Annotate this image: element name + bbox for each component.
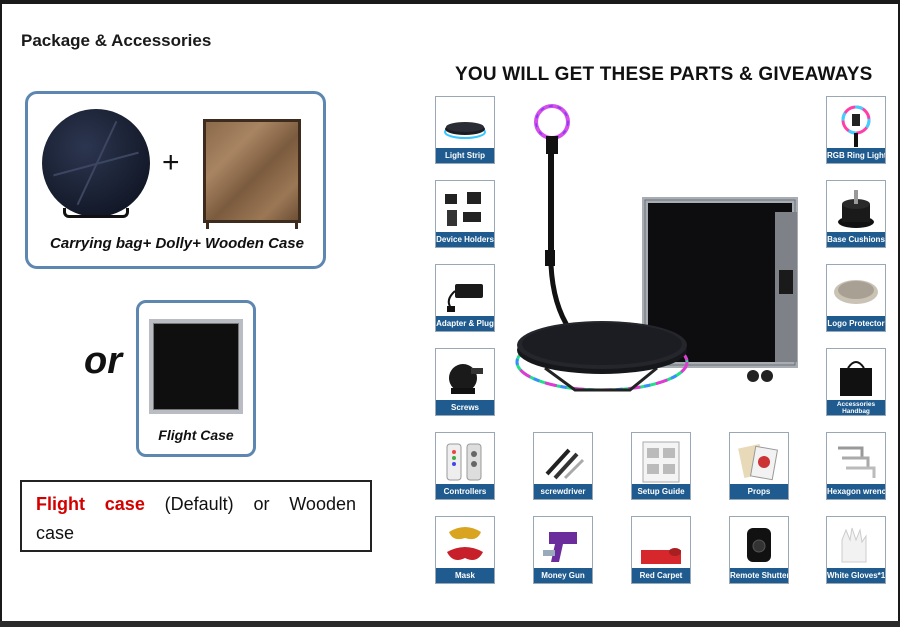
bottom-rule: [0, 621, 900, 627]
flight-case-card: Flight Case: [136, 300, 256, 457]
logo-protector-label: Logo Protector: [827, 316, 885, 331]
red-carpet-icon: [637, 522, 685, 568]
part-screws: Screws: [435, 348, 495, 416]
adapter-label: Adapter & Plug: [436, 316, 494, 331]
part-remote-shutter: Remote Shutter: [729, 516, 789, 584]
part-screwdriver: screwdriver: [533, 432, 593, 500]
part-mask: Mask: [435, 516, 495, 584]
handbag-icon: [832, 354, 880, 400]
wooden-case-image: [203, 119, 301, 229]
top-rule: [0, 0, 900, 4]
screws-icon: [441, 354, 489, 400]
or-text: or: [84, 340, 122, 382]
base-cushions-icon: [832, 186, 880, 232]
part-accessories-handbag: Accessories Handbag: [826, 348, 886, 416]
device-holders-label: Device Holders: [436, 232, 494, 247]
part-money-gun: Money Gun: [533, 516, 593, 584]
bag-caption: Carrying bag+ Dolly+ Wooden Case: [50, 235, 304, 252]
setup-guide-label: Setup Guide: [632, 484, 690, 499]
part-red-carpet: Red Carpet: [631, 516, 691, 584]
hexagon-wrench-icon: [832, 438, 880, 484]
flight-caption: Flight Case: [158, 427, 234, 443]
white-gloves-icon: [832, 522, 880, 568]
hexagon-wrench-label: Hexagon wrench: [827, 484, 885, 499]
turntable-main: [515, 321, 689, 392]
controllers-label: Controllers: [436, 484, 494, 499]
controllers-icon: [441, 438, 489, 484]
remote-shutter-icon: [735, 522, 783, 568]
part-light-strip: Light Strip: [435, 96, 495, 164]
screws-label: Screws: [436, 400, 494, 415]
default-note: Flight case (Default) or Wooden case: [20, 480, 372, 552]
dolly-image: [63, 208, 129, 218]
part-props: Props: [729, 432, 789, 500]
note-case-line: case: [36, 523, 75, 543]
handbag-label: Accessories Handbag: [827, 400, 885, 415]
parts-title: YOU WILL GET THESE PARTS & GIVEAWAYS: [455, 64, 873, 85]
rgb-ring-light-label: RGB Ring Light: [827, 148, 885, 163]
part-hexagon-wrench: Hexagon wrench: [826, 432, 886, 500]
part-adapter: Adapter & Plug: [435, 264, 495, 332]
flight-case-image: [149, 319, 243, 414]
device-holders-icon: [441, 186, 489, 232]
light-strip-icon: [441, 102, 489, 148]
note-wooden: Wooden: [289, 494, 356, 514]
setup-guide-icon: [637, 438, 685, 484]
part-controllers: Controllers: [435, 432, 495, 500]
note-case: case: [104, 494, 145, 514]
props-icon: [735, 438, 783, 484]
screwdriver-label: screwdriver: [534, 484, 592, 499]
white-gloves-label: White Gloves*1: [827, 568, 885, 583]
part-base-cushions: Base Cushions: [826, 180, 886, 248]
adapter-plug-icon: [441, 270, 489, 316]
red-carpet-label: Red Carpet: [632, 568, 690, 583]
part-white-gloves: White Gloves*1: [826, 516, 886, 584]
bag-package-card: + Carrying bag+ Dolly+ Wooden Case: [25, 91, 326, 269]
plus-sign: +: [162, 146, 180, 179]
screwdriver-icon: [539, 438, 587, 484]
money-gun-icon: [539, 522, 587, 568]
section-title: Package & Accessories: [21, 31, 212, 50]
part-device-holders: Device Holders: [435, 180, 495, 248]
note-or: or: [253, 494, 270, 514]
carrying-bag-image: [42, 109, 150, 217]
logo-protector-icon: [832, 270, 880, 316]
part-rgb-ring-light: RGB Ring Light: [826, 96, 886, 164]
remote-shutter-label: Remote Shutter: [730, 568, 788, 583]
light-strip-label: Light Strip: [436, 148, 494, 163]
mask-icon: [441, 522, 489, 568]
right-rule: [898, 0, 900, 627]
left-rule: [0, 0, 2, 627]
ring-light-main: [534, 104, 573, 332]
note-flight: Flight: [36, 494, 85, 514]
money-gun-label: Money Gun: [534, 568, 592, 583]
part-logo-protector: Logo Protector: [826, 264, 886, 332]
rgb-ring-light-icon: [832, 102, 880, 148]
part-setup-guide: Setup Guide: [631, 432, 691, 500]
note-default: (Default): [164, 494, 234, 514]
mask-label: Mask: [436, 568, 494, 583]
base-cushions-label: Base Cushions: [827, 232, 885, 247]
photo-booth-main-image: [515, 104, 798, 392]
props-label: Props: [730, 484, 788, 499]
